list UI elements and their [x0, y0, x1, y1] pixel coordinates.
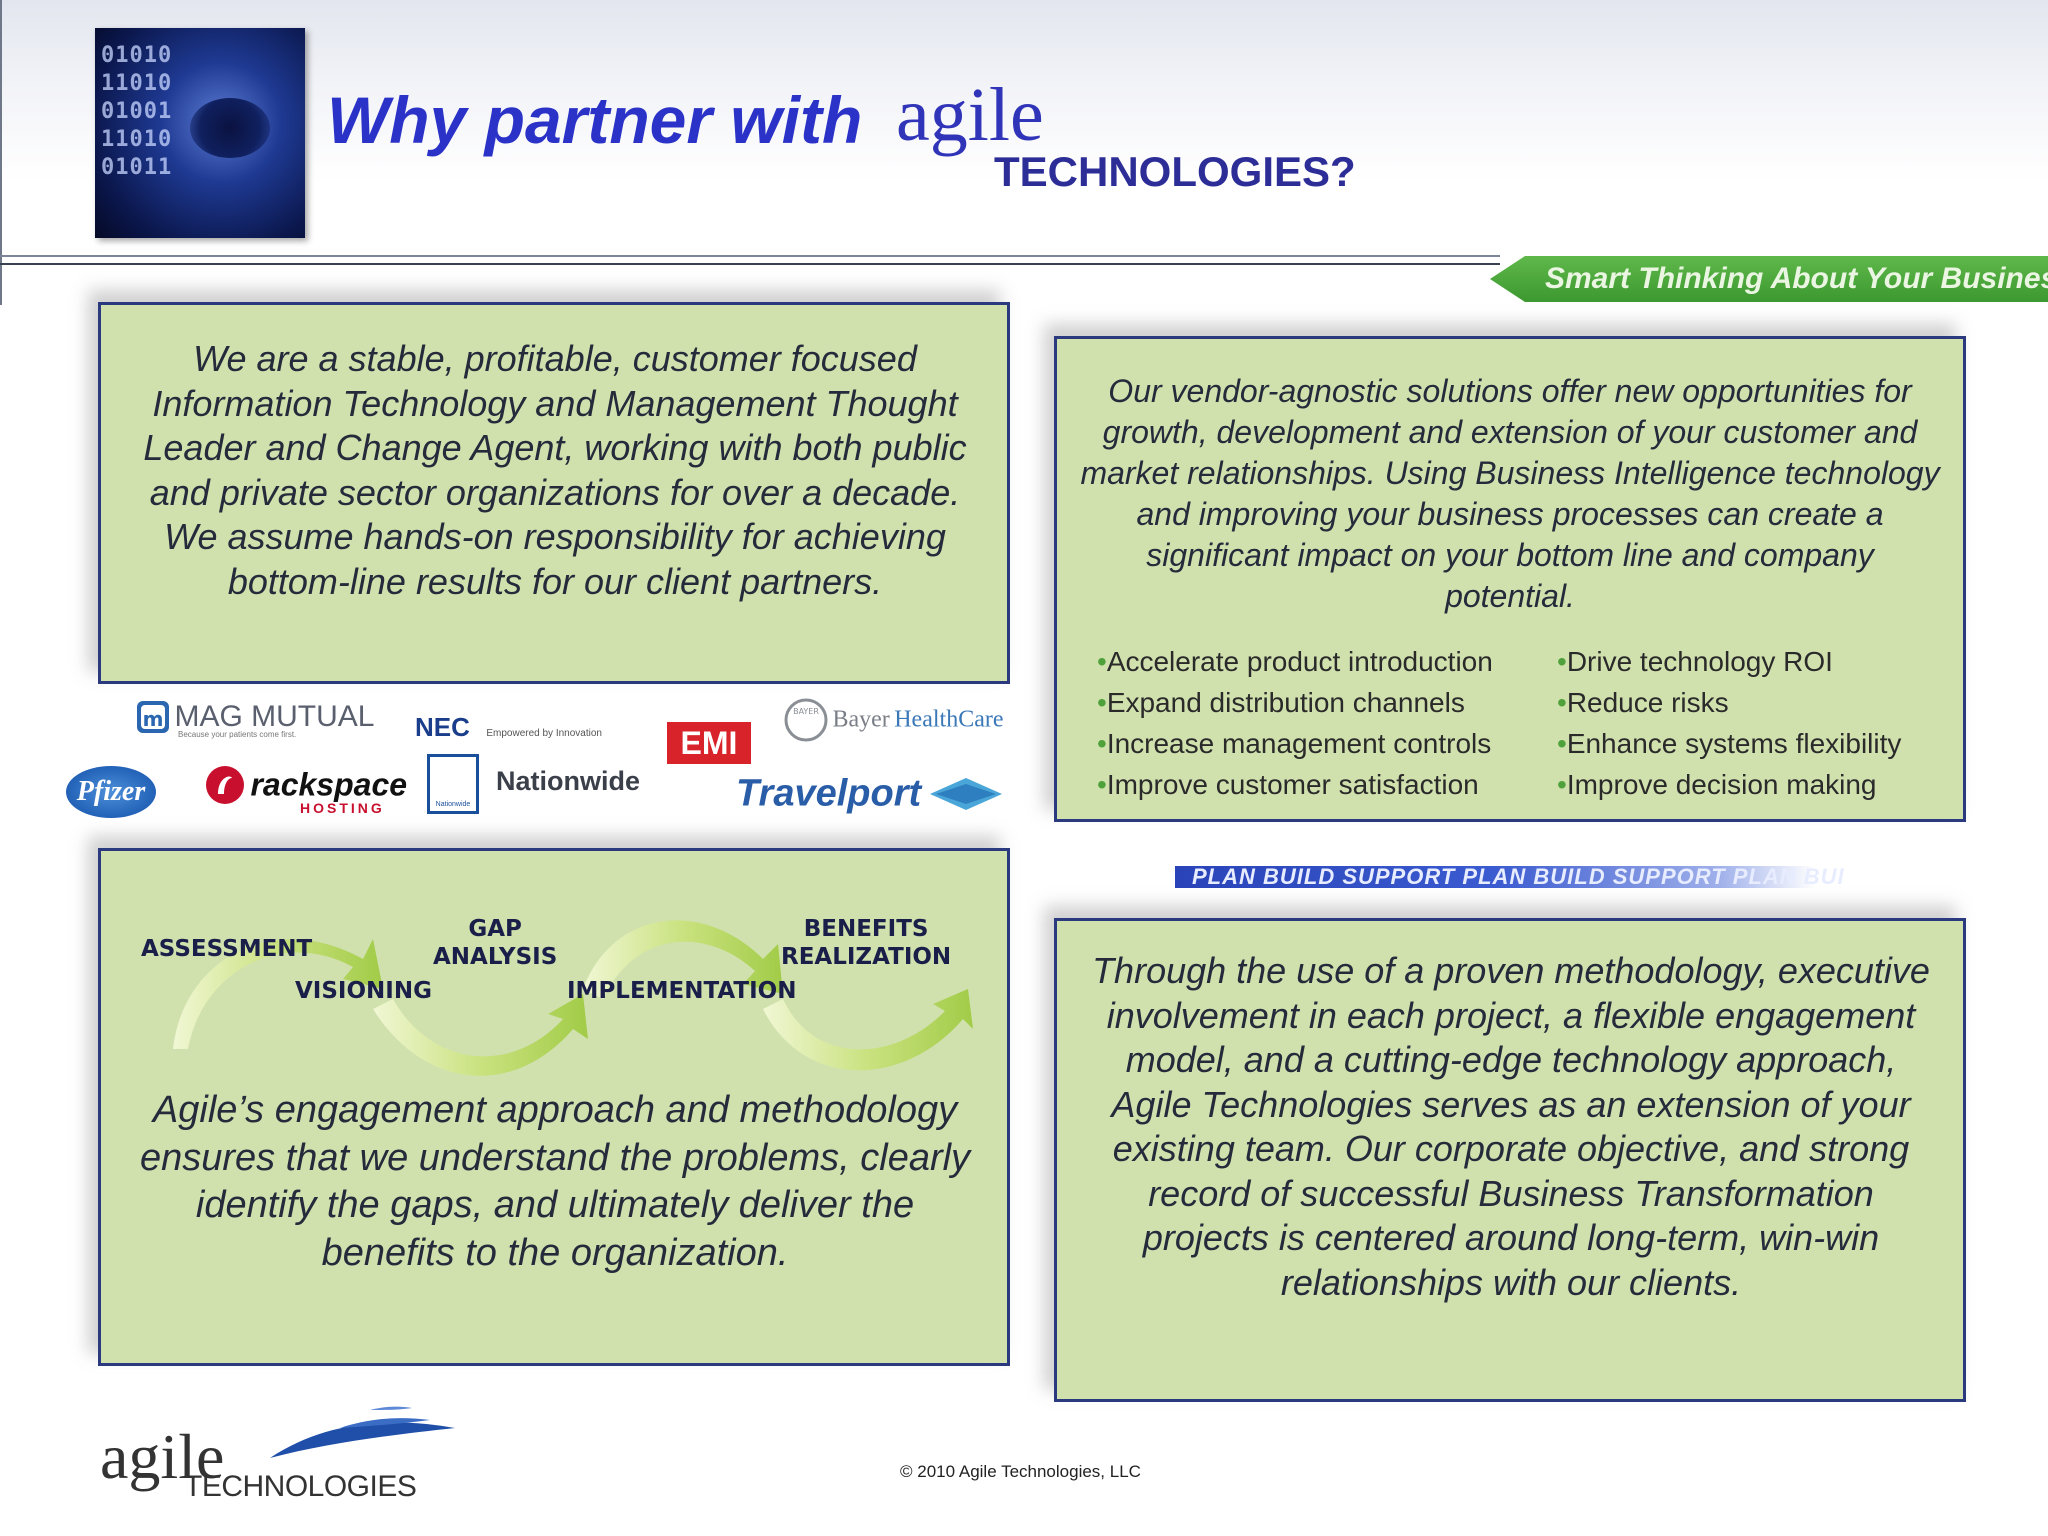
magmutual-logo: m MAG MUTUAL Because your patients come …: [136, 700, 374, 739]
svg-text:BAYER: BAYER: [793, 707, 819, 716]
list-item: •Accelerate product introduction: [1097, 646, 1493, 677]
bayer-cross-icon: BAYER: [784, 698, 828, 742]
methodology-text: Agile’s engagement approach and methodol…: [139, 1089, 971, 1274]
svg-text:m: m: [143, 707, 164, 731]
ribbon-text: PLAN BUILD SUPPORT PLAN BUILD SUPPORT PL…: [1192, 864, 1845, 889]
methodology-panel: ASSESSMENT VISIONING GAP ANALYSIS IMPLEM…: [98, 848, 1010, 1366]
nationwide-logo: Nationwide: [496, 766, 641, 796]
approach-panel: Through the use of a proven methodology,…: [1054, 918, 1966, 1402]
about-panel: We are a stable, profitable, customer fo…: [98, 302, 1010, 684]
phase-assessment: ASSESSMENT: [141, 936, 313, 962]
solutions-panel: Our vendor-agnostic solutions offer new …: [1054, 336, 1966, 822]
methodology-swoosh-graphic: [173, 920, 973, 1076]
logo-word: agile: [100, 1421, 225, 1492]
header-divider: [0, 255, 1500, 265]
about-text: We are a stable, profitable, customer fo…: [143, 338, 967, 602]
phase-gap-analysis: GAP ANALYSIS: [433, 916, 558, 970]
emi-logo: EMI: [667, 722, 751, 764]
list-item: •Improve customer satisfaction: [1097, 769, 1479, 800]
photo-digits: 01010 11010 01001 11010 01011: [101, 43, 173, 180]
benefits-list-right: •Drive technology ROI •Reduce risks •Enh…: [1557, 641, 1901, 805]
agile-technologies-logo: agile TECHNOLOGIES: [100, 1398, 460, 1508]
travelport-arrow-icon: [929, 778, 1002, 810]
approach-text: Through the use of a proven methodology,…: [1092, 950, 1930, 1303]
list-item: •Increase management controls: [1097, 728, 1492, 759]
list-item: •Drive technology ROI: [1557, 646, 1833, 677]
binary-code-photo: 01010 11010 01001 11010 01011: [95, 28, 305, 238]
photo-silhouette: [190, 98, 270, 158]
benefits-list-left: •Accelerate product introduction •Expand…: [1097, 641, 1493, 805]
nec-logo: NEC Empowered by Innovation: [415, 712, 602, 742]
solutions-text: Our vendor-agnostic solutions offer new …: [1080, 373, 1940, 614]
list-item: •Reduce risks: [1557, 687, 1729, 718]
agile-swoosh-icon: [270, 1406, 455, 1458]
tagline-text: Smart Thinking About Your Business: [1545, 262, 2048, 295]
tagline-banner: [1490, 256, 2048, 302]
rackspace-icon: [206, 766, 244, 804]
nationwide-mark: Nationwide: [427, 754, 479, 814]
phase-implementation: IMPLEMENTATION: [567, 978, 797, 1004]
bayer-healthcare-logo: BAYER Bayer HealthCare: [784, 698, 1004, 742]
page-title-brand: agile: [896, 73, 1044, 157]
header-background: [0, 0, 2048, 260]
copyright-text: © 2010 Agile Technologies, LLC: [900, 1462, 1141, 1481]
list-item: •Improve decision making: [1557, 769, 1877, 800]
rackspace-logo: rackspace HOSTING: [204, 764, 407, 816]
phase-benefits-realization: BENEFITS REALIZATION: [781, 916, 952, 970]
page-title-prefix: Why partner with: [327, 83, 863, 157]
page-title-suffix: TECHNOLOGIES?: [994, 148, 1356, 195]
phase-visioning: VISIONING: [295, 978, 432, 1004]
magmutual-icon: m: [137, 701, 169, 733]
left-rule: [0, 0, 2, 305]
list-item: •Enhance systems flexibility: [1557, 728, 1902, 759]
list-item: •Expand distribution channels: [1097, 687, 1465, 718]
travelport-logo: Travelport: [736, 772, 1006, 816]
logo-sub: TECHNOLOGIES: [184, 1470, 417, 1503]
pfizer-logo: Pfizer: [66, 766, 156, 818]
plan-build-support-ribbon: [1175, 866, 1815, 888]
